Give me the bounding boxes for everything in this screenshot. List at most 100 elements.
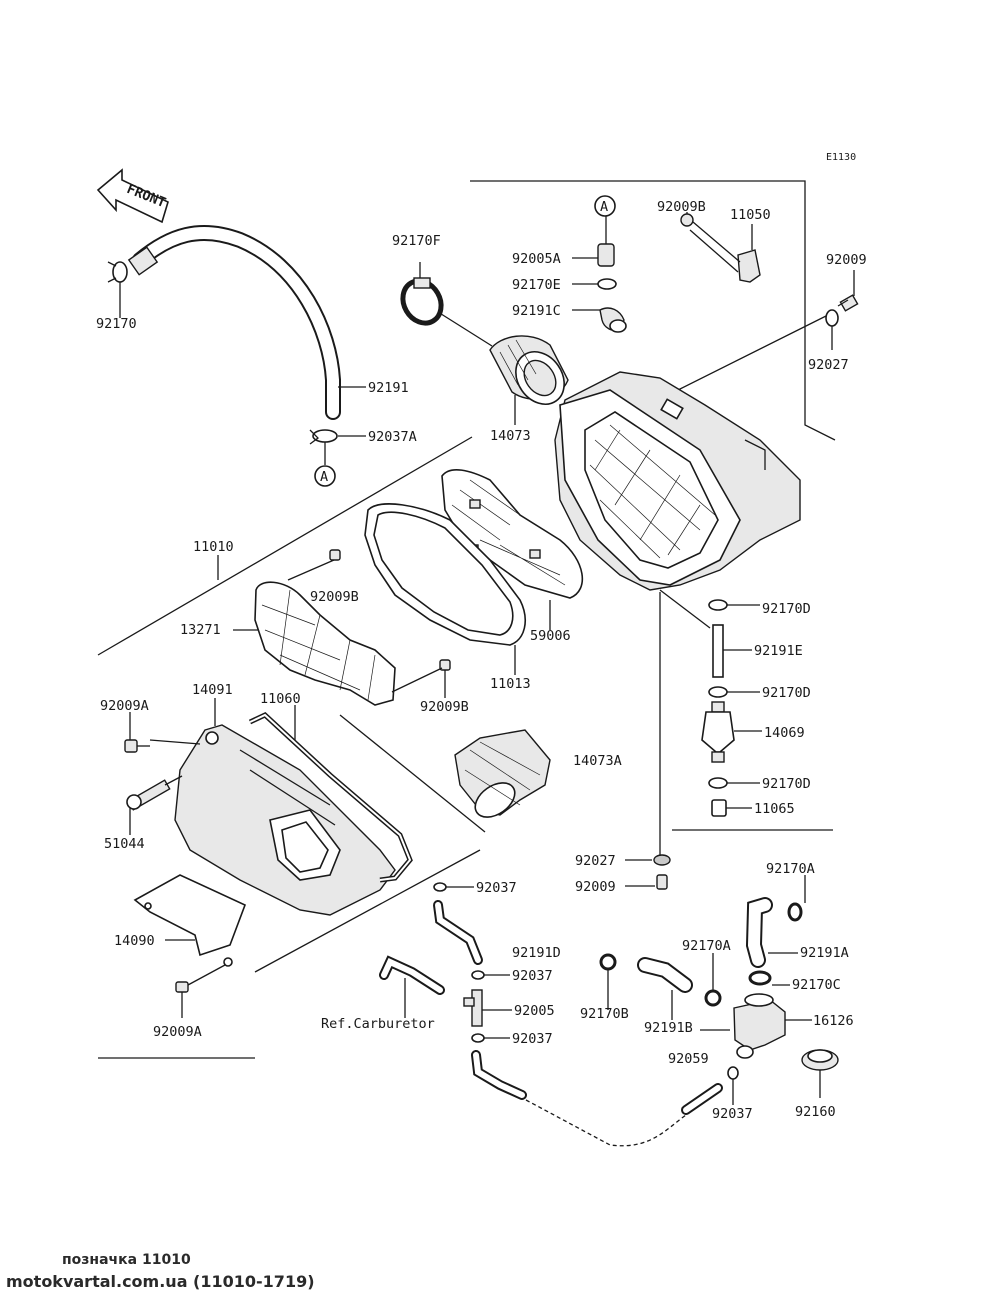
label-92191D: 92191D xyxy=(512,945,561,961)
label-92170: 92170 xyxy=(96,316,137,332)
fitting-92005 xyxy=(463,989,512,1027)
label-92027-top: 92027 xyxy=(808,357,849,373)
gasket-11060 xyxy=(248,712,413,883)
ref-marker-a-top: A xyxy=(594,195,616,217)
cap-92160 xyxy=(801,1049,839,1098)
gasket-13271 xyxy=(254,581,396,706)
label-92009A-top: 92009A xyxy=(100,698,149,714)
label-92160: 92160 xyxy=(795,1104,836,1120)
frame-lines xyxy=(97,180,836,1059)
duct-14073 xyxy=(489,335,569,405)
bolt-92009-bottom xyxy=(625,874,668,890)
label-13271: 13271 xyxy=(180,622,221,638)
label-92170D-1: 92170D xyxy=(762,601,811,617)
label-11065: 11065 xyxy=(754,801,795,817)
washer-92027-bottom xyxy=(625,854,671,866)
label-92009B-a: 92009B xyxy=(310,589,359,605)
clip-92170D-3 xyxy=(708,777,760,789)
duct-14073A xyxy=(454,729,551,818)
label-92005: 92005 xyxy=(514,1003,555,1019)
label-59006: 59006 xyxy=(530,628,571,644)
clip-92170 xyxy=(107,261,128,283)
label-11060: 11060 xyxy=(260,691,301,707)
cap-11065 xyxy=(711,799,752,817)
plug-51044 xyxy=(126,779,171,811)
hose-92191C xyxy=(599,307,627,333)
clip-92037-4 xyxy=(727,1066,739,1105)
clip-92037-1 xyxy=(433,882,474,892)
air-cleaner-housing xyxy=(554,371,801,591)
hose-92191 xyxy=(127,225,341,420)
label-14091: 14091 xyxy=(192,682,233,698)
label-14069: 14069 xyxy=(764,725,805,741)
hose-92191A xyxy=(745,897,798,968)
clamp-92170C xyxy=(748,970,790,986)
label-11010: 11010 xyxy=(193,539,234,555)
label-92027-bot: 92027 xyxy=(575,853,616,869)
clip-92170E xyxy=(597,278,617,290)
label-92191: 92191 xyxy=(368,380,409,396)
label-92170F: 92170F xyxy=(392,233,441,249)
fitting-92005A xyxy=(597,216,615,267)
footer-part-caption: позначка 11010 xyxy=(62,1252,191,1268)
label-14073: 14073 xyxy=(490,428,531,444)
screw-92009A-top xyxy=(124,739,150,753)
label-92037-2: 92037 xyxy=(512,968,553,984)
label-92191B: 92191B xyxy=(644,1020,693,1036)
label-92170D-2: 92170D xyxy=(762,685,811,701)
bracket-11050 xyxy=(689,221,761,283)
bolt-92009-top xyxy=(837,294,859,312)
clip-92037A xyxy=(309,429,338,445)
clamp-92170B xyxy=(599,953,617,1010)
label-92170A-1: 92170A xyxy=(766,861,815,877)
hose-92191E xyxy=(712,624,752,678)
hose-92191D xyxy=(433,900,483,965)
label-14073A: 14073A xyxy=(573,753,622,769)
label-11050: 11050 xyxy=(730,207,771,223)
filter-14069 xyxy=(701,701,762,763)
label-92170D-3: 92170D xyxy=(762,776,811,792)
bolt-92009B-top xyxy=(680,213,694,227)
air-cleaner-exploded-diagram: FRONT E1130 A A xyxy=(96,152,867,1147)
valve-16126 xyxy=(733,993,812,1059)
bracket-14090 xyxy=(133,874,247,967)
clip-92170D-1 xyxy=(708,599,760,611)
hose-lower-drain xyxy=(471,1050,687,1147)
label-92037-4: 92037 xyxy=(712,1106,753,1122)
label-92037A: 92037A xyxy=(368,429,417,445)
hose-lower-right xyxy=(681,1083,723,1115)
lower-case-14091 xyxy=(174,724,396,916)
screw-92009B-upper xyxy=(329,549,341,561)
screw-92009A-bottom xyxy=(175,981,189,993)
label-11013: 11013 xyxy=(490,676,531,692)
clip-92037-2 xyxy=(471,970,510,980)
label-14090: 14090 xyxy=(114,933,155,949)
label-51044: 51044 xyxy=(104,836,145,852)
label-16126: 16126 xyxy=(813,1013,854,1029)
label-92059: 92059 xyxy=(668,1051,709,1067)
ref-marker-a-bottom: A xyxy=(314,465,336,487)
svg-text:A: A xyxy=(600,199,608,215)
label-92009A-bot: 92009A xyxy=(153,1024,202,1040)
label-92009-top: 92009 xyxy=(826,252,867,268)
front-arrow: FRONT xyxy=(96,168,169,224)
label-92009B-b: 92009B xyxy=(420,699,469,715)
label-92009B-top: 92009B xyxy=(657,199,706,215)
clip-92037-3 xyxy=(471,1033,510,1043)
label-92191A: 92191A xyxy=(800,945,849,961)
clamp-92170A-2 xyxy=(704,953,722,1007)
hose-92191B xyxy=(637,957,693,1020)
diagram-code: E1130 xyxy=(826,152,856,163)
washer-92027-top xyxy=(825,309,839,327)
footer-source-link[interactable]: motokvartal.com.ua (11010-1719) xyxy=(6,1272,315,1291)
label-92005A: 92005A xyxy=(512,251,561,267)
label-92170C: 92170C xyxy=(792,977,841,993)
hose-ref-carburetor xyxy=(379,955,445,1018)
label-92037-3: 92037 xyxy=(512,1031,553,1047)
clip-92170D-2 xyxy=(708,686,760,698)
label-ref-carburetor: Ref.Carburetor xyxy=(321,1016,435,1032)
label-92191C: 92191C xyxy=(512,303,561,319)
part-labels: 92170 92191 92037A 92170F 14073 92005A 9… xyxy=(96,199,867,1122)
svg-text:A: A xyxy=(320,469,328,485)
